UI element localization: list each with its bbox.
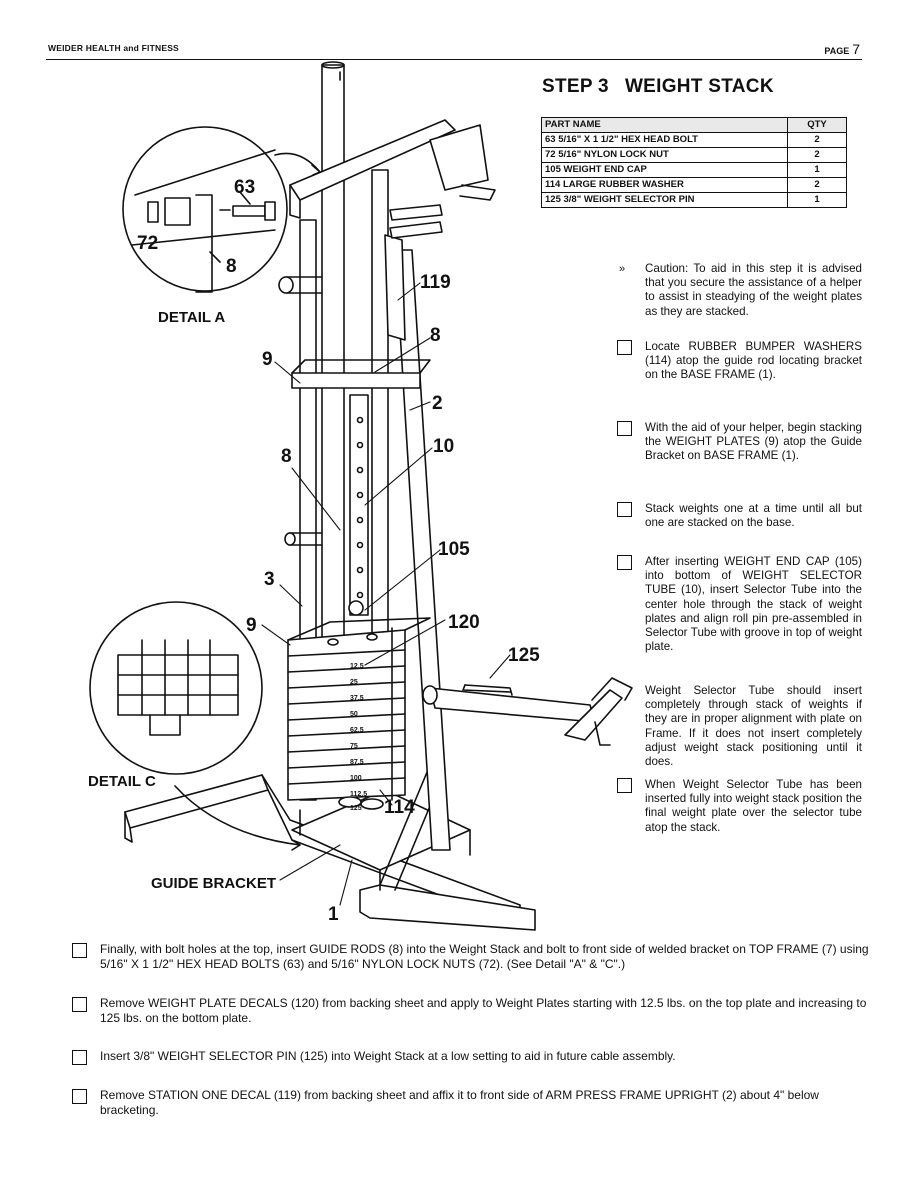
bottom-step-text: Finally, with bolt holes at the top, ins…	[100, 942, 869, 971]
callout-3: 3	[264, 569, 275, 590]
bottom-step: Remove STATION ONE DECAL (119) from back…	[72, 1088, 872, 1117]
detail-c-arrow	[174, 785, 301, 846]
callout-119: 119	[420, 272, 451, 293]
checkbox[interactable]	[617, 340, 632, 355]
parts-table-header: PART NAME QTY	[541, 117, 847, 133]
checkbox[interactable]	[617, 778, 632, 793]
header-rule	[46, 59, 862, 60]
col-part-name: PART NAME	[541, 117, 788, 133]
checkbox[interactable]	[72, 943, 87, 958]
part-qty: 1	[787, 192, 847, 208]
instruction-text: Locate RUBBER BUMPER WASHERS (114) atop …	[645, 340, 862, 382]
callout-8-upper: 8	[430, 325, 441, 346]
page-number: 7	[852, 41, 860, 57]
instruction-text: With the aid of your helper, begin stack…	[645, 421, 862, 463]
plate-decal: 125	[350, 805, 362, 812]
selector-tube	[348, 394, 369, 616]
callout-114: 114	[384, 797, 415, 818]
col-qty: QTY	[787, 117, 847, 133]
plate-decal: 112.5	[350, 791, 367, 798]
detail-c-arrowhead	[291, 839, 301, 851]
plate-decal: 25	[350, 679, 358, 686]
plate-decal: 62.5	[350, 727, 364, 734]
bottom-step-text: Remove WEIGHT PLATE DECALS (120) from ba…	[100, 996, 867, 1025]
bottom-step-text: Insert 3/8" WEIGHT SELECTOR PIN (125) in…	[100, 1049, 676, 1063]
plate-decal: 37.5	[350, 695, 364, 702]
callout-120: 120	[448, 612, 480, 633]
callout-125: 125	[508, 645, 540, 666]
callout-8-detail: 8	[226, 256, 237, 277]
page-label: PAGE	[824, 46, 850, 56]
callout-9-lower: 9	[246, 615, 257, 636]
plate-decal: 87.5	[350, 759, 364, 766]
callout-1: 1	[328, 904, 339, 925]
rubber-washers	[338, 796, 384, 810]
callout-9-upper: 9	[262, 349, 273, 370]
callout-2: 2	[432, 393, 443, 414]
callout-10: 10	[433, 436, 454, 457]
plate-decal: 50	[350, 711, 358, 718]
detail-c-label: DETAIL C	[88, 773, 156, 790]
instruction-text: Stack weights one at a time until all bu…	[645, 502, 862, 530]
plate-decal: 100	[350, 775, 362, 782]
leader-lines	[261, 282, 511, 906]
checkbox[interactable]	[72, 997, 87, 1012]
arm-press-frame	[422, 677, 633, 746]
instruction-item: Stack weights one at a time until all bu…	[617, 502, 862, 530]
guide-bracket-top	[291, 359, 431, 389]
instruction-item: Locate RUBBER BUMPER WASHERS (114) atop …	[617, 340, 862, 383]
bottom-step-text: Remove STATION ONE DECAL (119) from back…	[100, 1088, 819, 1117]
instruction-text: Weight Selector Tube should insert compl…	[645, 684, 862, 769]
checkbox[interactable]	[617, 555, 632, 570]
detail-c	[89, 601, 263, 775]
callout-72: 72	[137, 233, 158, 254]
step-number: STEP 3	[542, 76, 609, 97]
detail-a	[122, 126, 288, 293]
checkbox[interactable]	[617, 502, 632, 517]
parts-table: PART NAME QTY 63 5/16" X 1 1/2" HEX HEAD…	[541, 117, 847, 208]
bottom-step: Remove WEIGHT PLATE DECALS (120) from ba…	[72, 996, 872, 1025]
instruction-text: Caution: To aid in this step it is advis…	[645, 262, 862, 318]
step-title: STEP 3 WEIGHT STACK	[542, 76, 774, 98]
callout-8-mid: 8	[281, 446, 292, 467]
step-name: WEIGHT STACK	[624, 76, 774, 97]
plate-decal: 12.5	[350, 663, 364, 670]
detail-a-arrow	[274, 152, 321, 173]
weight-stack	[287, 617, 431, 801]
instruction-item: After inserting WEIGHT END CAP (105) int…	[617, 555, 862, 654]
instruction-item: When Weight Selector Tube has been inser…	[617, 778, 862, 835]
instruction-caution: » Caution: To aid in this step it is adv…	[617, 262, 862, 319]
instruction-text: When Weight Selector Tube has been inser…	[645, 778, 862, 834]
detail-a-arrowhead	[311, 164, 321, 176]
diagram-labels: 63 72 8 119 8 9 2 8 10 105 3 9 120 125 1…	[88, 177, 540, 925]
guide-bracket-label: GUIDE BRACKET	[151, 875, 276, 892]
checkbox[interactable]	[72, 1050, 87, 1065]
base-frame	[124, 764, 536, 931]
instruction-item: With the aid of your helper, begin stack…	[617, 421, 862, 464]
checkbox[interactable]	[617, 421, 632, 436]
bullet-marker: »	[619, 263, 626, 275]
checkbox[interactable]	[72, 1089, 87, 1104]
header-company: WEIDER HEALTH and FITNESS	[48, 43, 179, 53]
detail-a-label: DETAIL A	[158, 309, 225, 326]
bottom-step: Insert 3/8" WEIGHT SELECTOR PIN (125) in…	[72, 1049, 872, 1065]
bottom-step: Finally, with bolt holes at the top, ins…	[72, 942, 872, 971]
instruction-note: Weight Selector Tube should insert compl…	[617, 684, 862, 769]
top-frame	[289, 119, 496, 239]
selector-pin	[462, 684, 513, 696]
callout-63: 63	[234, 177, 255, 198]
plate-decal: 75	[350, 743, 358, 750]
callout-105: 105	[438, 539, 470, 560]
instruction-text: After inserting WEIGHT END CAP (105) int…	[645, 555, 862, 654]
